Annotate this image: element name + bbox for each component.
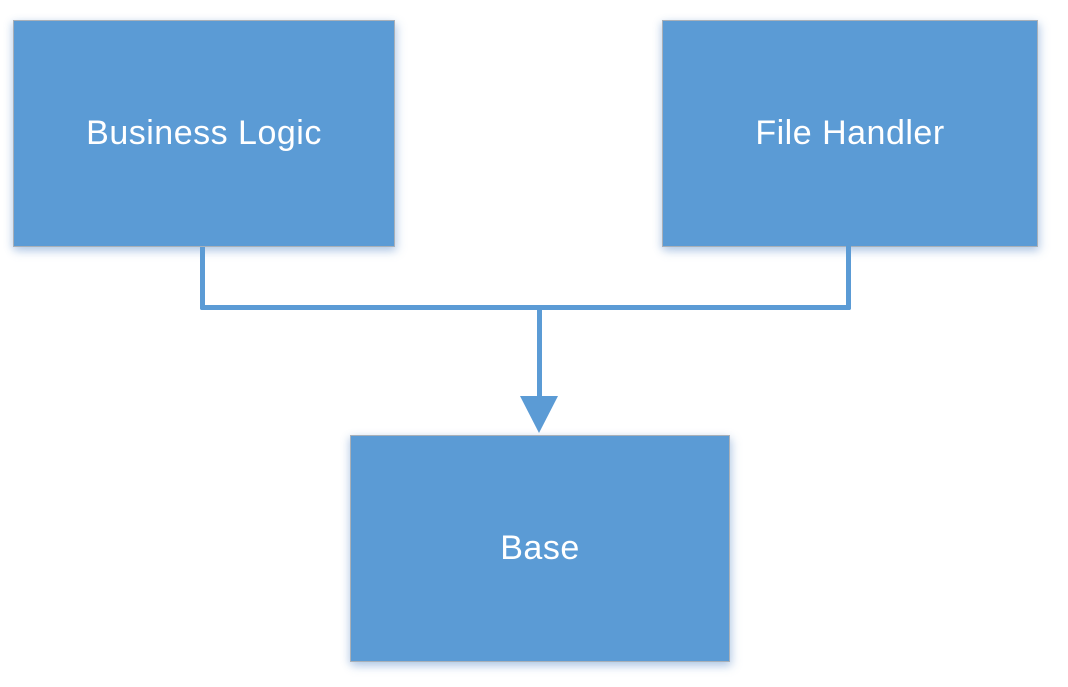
connector-base-stem <box>537 305 542 398</box>
node-file-handler-label: File Handler <box>755 114 945 152</box>
node-business-logic-label: Business Logic <box>86 114 322 152</box>
node-file-handler: File Handler <box>662 20 1038 247</box>
connector-merge-bar <box>200 305 851 310</box>
node-business-logic: Business Logic <box>13 20 395 247</box>
connector-file-handler-drop <box>846 246 851 310</box>
node-base-label: Base <box>500 529 580 567</box>
node-base: Base <box>350 435 730 662</box>
arrowhead-down-icon <box>520 396 558 433</box>
connector-business-logic-drop <box>200 247 205 310</box>
